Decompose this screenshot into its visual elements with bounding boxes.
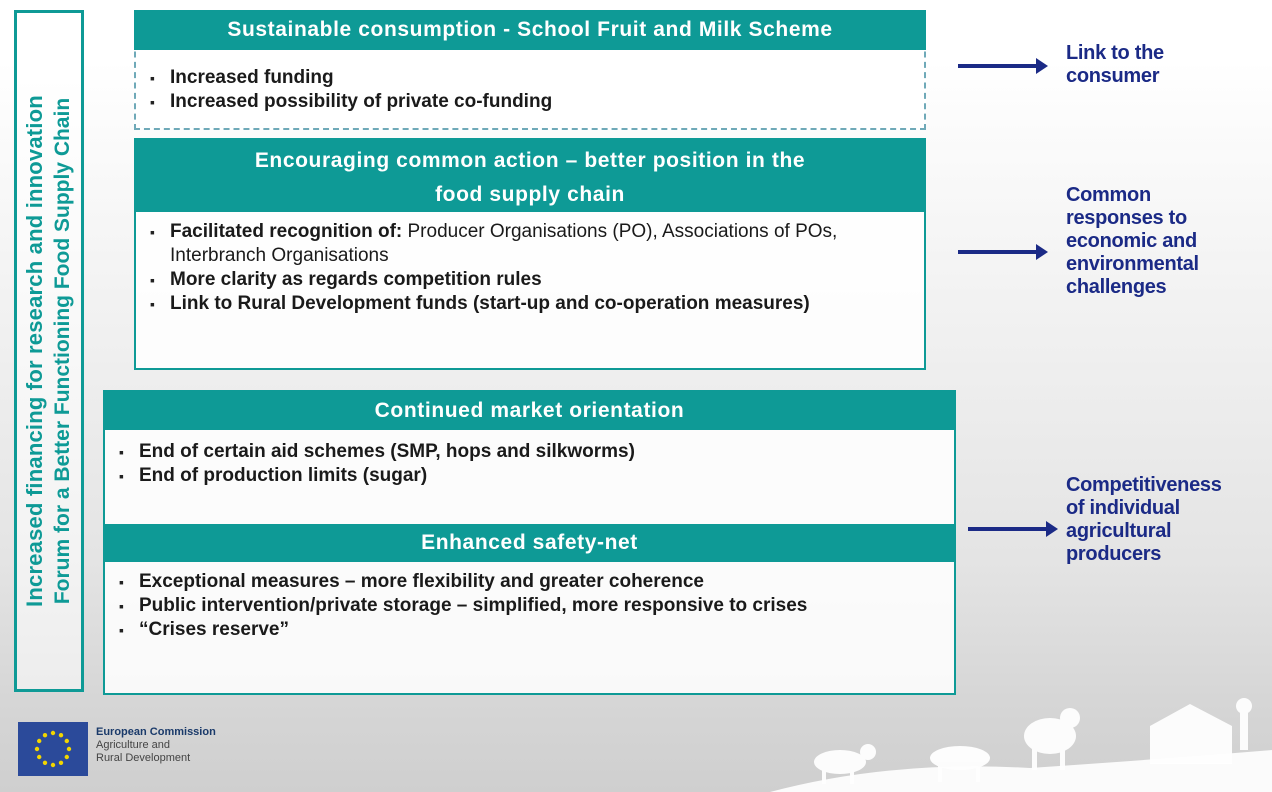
list-item: Exceptional measures – more flexibility … xyxy=(111,570,954,594)
label-line: Competitiveness xyxy=(1066,474,1222,496)
school-scheme-list: Increased funding Increased possibility … xyxy=(136,50,924,114)
safety-net-list: Exceptional measures – more flexibility … xyxy=(105,562,954,642)
list-item: More clarity as regards competition rule… xyxy=(142,268,924,292)
market-orientation-title: Continued market orientation xyxy=(105,392,954,430)
list-item: End of production limits (sugar) xyxy=(111,464,954,488)
common-action-title-line2: food supply chain xyxy=(435,183,625,206)
common-action-title: Encouraging common action – better posit… xyxy=(136,140,924,212)
common-action-box: Encouraging common action – better posit… xyxy=(134,138,926,370)
list-item: Facilitated recognition of: Producer Org… xyxy=(142,220,924,268)
label-line: agricultural xyxy=(1066,520,1172,542)
school-scheme-title: Sustainable consumption - School Fruit a… xyxy=(134,10,926,50)
school-scheme-box: Sustainable consumption - School Fruit a… xyxy=(134,10,926,130)
farm-animals-illustration xyxy=(770,698,1272,792)
eu-flag-icon xyxy=(18,722,88,776)
footer-dept-line1: Agriculture and xyxy=(96,739,170,751)
label-link-to-consumer: Link to the consumer xyxy=(1066,42,1164,88)
label-line: economic and xyxy=(1066,230,1197,252)
label-line: Link to the xyxy=(1066,42,1164,64)
side-banner-text: Increased financing for research and inn… xyxy=(21,21,77,681)
label-line: environmental xyxy=(1066,253,1199,275)
label-line: responses to xyxy=(1066,207,1187,229)
label-line: of individual xyxy=(1066,497,1180,519)
side-banner-line2: Forum for a Better Functioning Food Supp… xyxy=(51,97,74,605)
market-orientation-section: Continued market orientation End of cert… xyxy=(105,392,954,524)
common-action-title-line1: Encouraging common action – better posit… xyxy=(254,149,806,172)
side-banner: Increased financing for research and inn… xyxy=(14,10,84,692)
list-item-bold: Facilitated recognition of: xyxy=(170,221,403,242)
arrow-consumer xyxy=(958,58,1048,74)
side-banner-line1: Increased financing for research and inn… xyxy=(22,95,47,607)
list-item: Public intervention/private storage – si… xyxy=(111,594,954,618)
list-item-normal: Producer Organisations (PO), Association… xyxy=(170,221,838,266)
common-action-list: Facilitated recognition of: Producer Org… xyxy=(136,212,924,316)
list-item: “Crises reserve” xyxy=(111,618,954,642)
arrow-common-responses xyxy=(958,244,1048,260)
market-orientation-list: End of certain aid schemes (SMP, hops an… xyxy=(105,430,954,524)
label-line: challenges xyxy=(1066,276,1167,298)
label-line: Common xyxy=(1066,184,1151,206)
label-line: producers xyxy=(1066,543,1162,565)
arrow-competitiveness xyxy=(968,521,1058,537)
safety-net-section: Enhanced safety-net Exceptional measures… xyxy=(105,524,954,642)
footer-org-name: European Commission xyxy=(96,726,216,738)
label-common-responses: Common responses to economic and environ… xyxy=(1066,184,1199,299)
list-item: Increased possibility of private co-fund… xyxy=(142,90,924,114)
footer-dept-line2: Rural Development xyxy=(96,752,191,764)
safety-net-title: Enhanced safety-net xyxy=(105,524,954,562)
list-item: Increased funding xyxy=(142,66,924,90)
market-orientation-box: Continued market orientation End of cert… xyxy=(103,390,956,695)
list-item: End of certain aid schemes (SMP, hops an… xyxy=(111,440,954,464)
label-competitiveness: Competitiveness of individual agricultur… xyxy=(1066,474,1222,566)
list-item: Link to Rural Development funds (start-u… xyxy=(142,292,924,316)
label-line: consumer xyxy=(1066,65,1160,87)
footer-org-text: European Commission Agriculture and Rura… xyxy=(96,726,216,765)
